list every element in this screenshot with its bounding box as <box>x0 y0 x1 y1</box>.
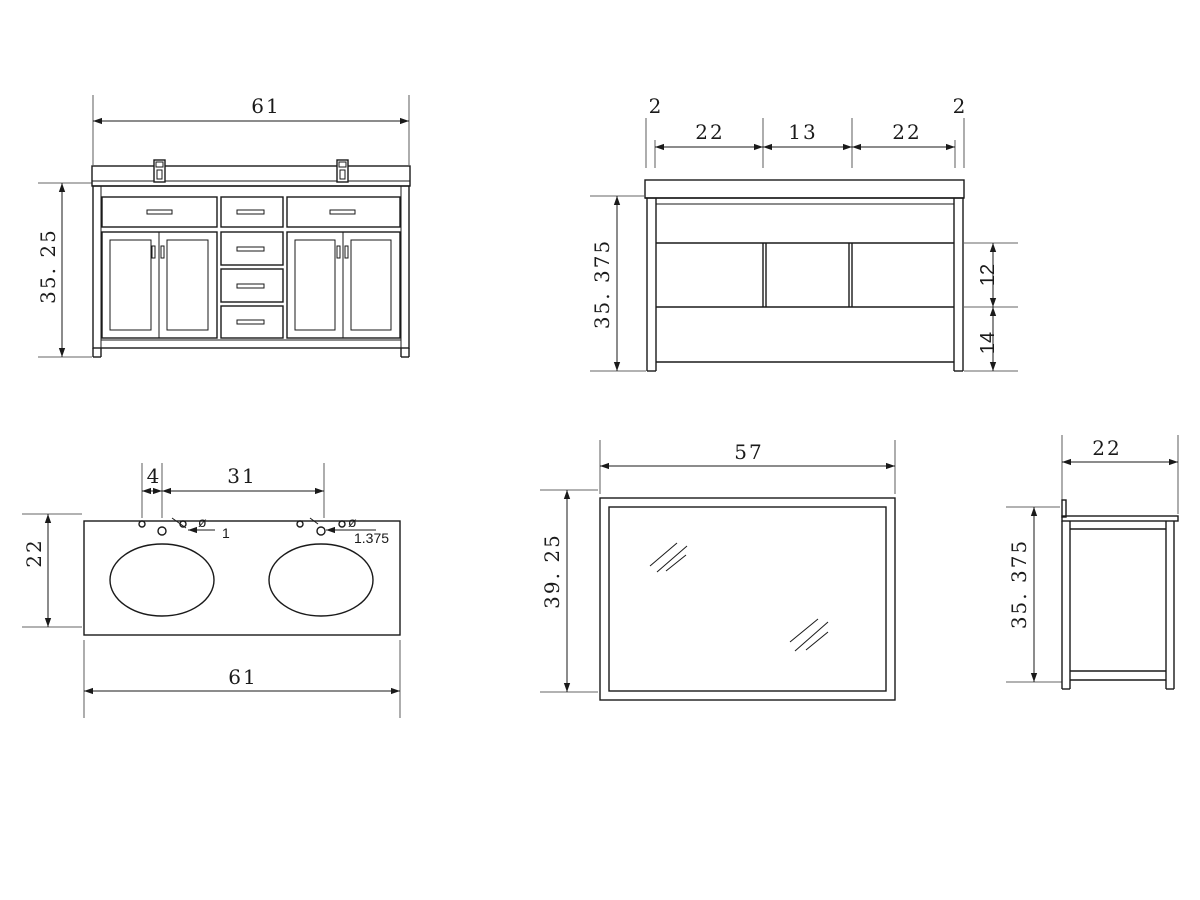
mirror-reflection-icon <box>649 542 829 652</box>
top-right-faucet-hole-c <box>338 520 346 528</box>
interior-left-bay-label: 22 <box>695 120 724 144</box>
top-view: 4 31 22 ø 1 ø 1.375 61 <box>22 463 401 718</box>
interior-lower-opening-label: 14 <box>977 332 999 354</box>
faucet-right-icon <box>336 159 349 183</box>
interior-right-margin-label: 2 <box>953 94 968 118</box>
top-right-sink-basin <box>268 543 374 617</box>
front-cabinet-body <box>92 185 410 349</box>
side-height-label: 35. 375 <box>1007 539 1031 629</box>
front-right-top-drawer <box>286 196 401 228</box>
side-countertop <box>1061 515 1179 522</box>
interior-right-bay-label: 22 <box>892 120 921 144</box>
top-left-faucet-hole-b <box>157 526 167 536</box>
mirror-view: 57 39. 25 <box>540 440 896 701</box>
top-width-label: 61 <box>228 665 257 689</box>
front-right-door-a <box>294 239 336 331</box>
interior-center-bay-label: 13 <box>788 120 817 144</box>
mirror-outer-frame <box>599 497 896 701</box>
side-depth-label: 22 <box>1092 436 1121 460</box>
front-left-door-b <box>166 239 209 331</box>
front-center-drawer-3 <box>220 268 284 303</box>
top-hole-small-label: 1 <box>222 525 230 541</box>
top-left-faucet-hole-a <box>138 520 146 528</box>
svg-text:ø: ø <box>198 514 207 530</box>
front-center-drawer-1 <box>220 196 284 228</box>
front-height-label: 35. 25 <box>36 228 60 304</box>
front-width-label: 61 <box>251 94 280 118</box>
interior-view: 2 2 22 13 22 35. 375 12 14 <box>590 94 1018 372</box>
front-view: 61 35. 25 <box>36 94 411 358</box>
top-right-faucet-hole-b <box>316 526 326 536</box>
front-center-drawer-2 <box>220 231 284 266</box>
interior-height-label: 35. 375 <box>590 239 614 329</box>
front-countertop <box>91 165 411 187</box>
svg-text:ø: ø <box>348 514 357 530</box>
front-center-drawer-4 <box>220 305 284 339</box>
top-sink-spacing-label: 31 <box>227 464 256 488</box>
top-countertop-outline <box>83 520 401 636</box>
interior-countertop <box>644 179 965 199</box>
mirror-width-label: 57 <box>734 440 763 464</box>
mirror-glass <box>608 506 887 692</box>
top-left-sink-basin <box>109 543 215 617</box>
front-right-door-b <box>350 239 392 331</box>
interior-left-margin-label: 2 <box>649 94 664 118</box>
side-backsplash <box>1061 499 1067 518</box>
top-hole-large-label: 1.375 <box>354 530 389 546</box>
side-profile-view: 22 35. 375 <box>1006 435 1179 690</box>
top-depth-label: 22 <box>22 538 46 567</box>
front-left-top-drawer <box>101 196 218 228</box>
top-right-faucet-hole-a <box>296 520 304 528</box>
mirror-height-label: 39. 25 <box>540 533 564 609</box>
interior-upper-opening-label: 12 <box>977 264 999 286</box>
faucet-left-icon <box>153 159 166 183</box>
front-left-door-a <box>109 239 152 331</box>
top-faucet-offset-label: 4 <box>147 464 162 488</box>
